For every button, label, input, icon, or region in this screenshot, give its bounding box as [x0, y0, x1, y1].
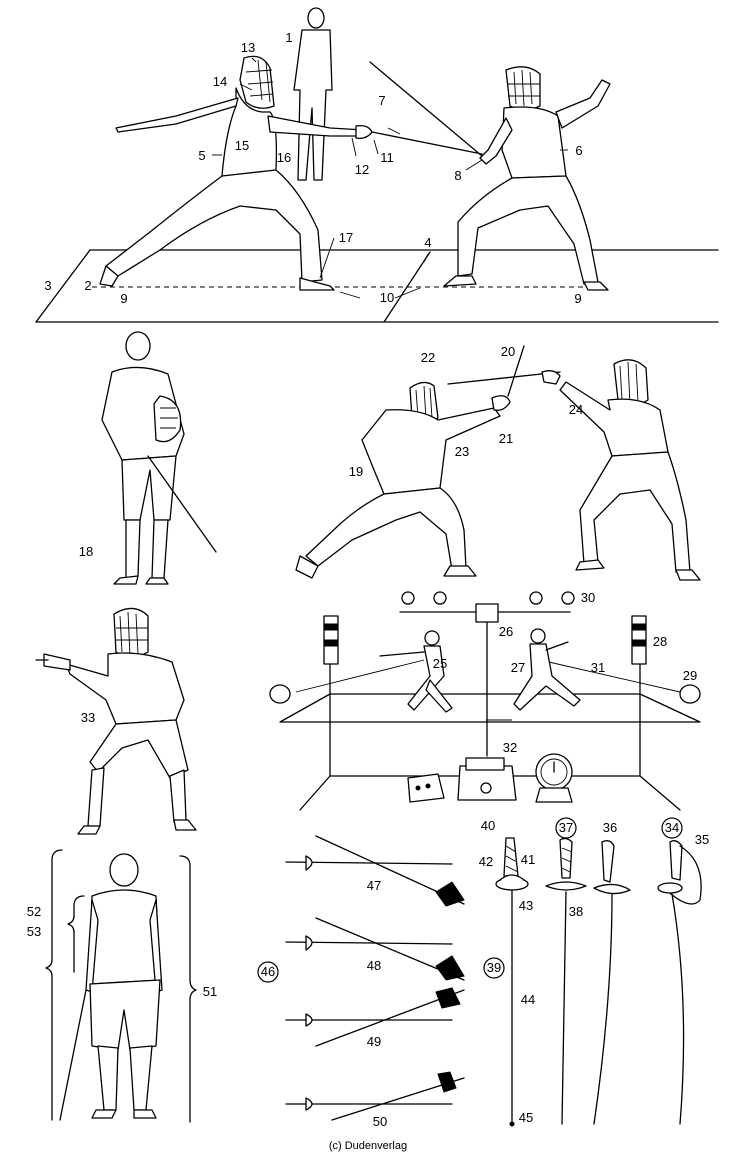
foil-bout — [295, 345, 701, 581]
scoring-box — [457, 757, 517, 801]
label-32: 32 — [503, 740, 517, 755]
label-51: 51 — [203, 984, 217, 999]
epee-fencer — [35, 607, 197, 835]
label-33: 33 — [81, 710, 95, 725]
number-labels: 1 2 3 4 5 6 7 8 9 9 10 11 12 13 14 15 16… — [27, 30, 709, 1129]
label-49: 49 — [367, 1034, 381, 1049]
electric-scoring-apparatus — [269, 591, 701, 811]
copyright-notice: (c) Dudenverlag — [328, 1140, 408, 1152]
label-25: 25 — [433, 656, 447, 671]
standing-fencer-with-mask — [101, 331, 217, 585]
label-37: 37 — [559, 820, 573, 835]
foil-49 — [285, 987, 465, 1047]
foil-weapon — [545, 837, 587, 1125]
epee-weapon — [593, 840, 631, 1125]
right-fencer-en-garde — [369, 61, 611, 291]
label-10: 10 — [380, 290, 394, 305]
label-28: 28 — [653, 634, 667, 649]
label-12: 12 — [355, 162, 369, 177]
label-53: 53 — [27, 924, 41, 939]
control-box — [407, 773, 445, 803]
label-14: 14 — [213, 74, 227, 89]
circle-34 — [661, 817, 683, 839]
referee-figure — [293, 7, 333, 181]
label-9b: 9 — [574, 291, 581, 306]
label-29: 29 — [683, 668, 697, 683]
label-40: 40 — [481, 818, 495, 833]
label-46: 46 — [261, 964, 275, 979]
label-3: 3 — [44, 278, 51, 293]
label-36: 36 — [603, 820, 617, 835]
small-fencer-right — [513, 628, 581, 711]
label-39: 39 — [487, 960, 501, 975]
circle-39 — [483, 957, 505, 979]
label-4: 4 — [424, 235, 431, 250]
label-47: 47 — [367, 878, 381, 893]
label-43: 43 — [519, 898, 533, 913]
timer-clock — [535, 753, 573, 803]
label-2: 2 — [84, 278, 91, 293]
label-24: 24 — [569, 402, 583, 417]
small-fencer-left — [379, 630, 453, 713]
fencer-target-areas — [45, 849, 197, 1123]
label-23: 23 — [455, 444, 469, 459]
label-13: 13 — [241, 40, 255, 55]
label-11: 11 — [380, 150, 394, 165]
label-26: 26 — [499, 624, 513, 639]
leader-lines — [212, 57, 568, 299]
label-18: 18 — [79, 544, 93, 559]
label-8: 8 — [454, 168, 461, 183]
label-20: 20 — [501, 344, 515, 359]
sabre-weapon — [657, 840, 702, 1125]
label-31: 31 — [591, 660, 605, 675]
label-15: 15 — [235, 138, 249, 153]
piste-scene — [35, 7, 719, 323]
label-17: 17 — [339, 230, 353, 245]
label-22: 22 — [421, 350, 435, 365]
label-38: 38 — [569, 904, 583, 919]
label-48: 48 — [367, 958, 381, 973]
label-34: 34 — [665, 820, 679, 835]
label-27: 27 — [511, 660, 525, 675]
label-7: 7 — [378, 93, 385, 108]
foil-50 — [285, 1071, 465, 1121]
label-44: 44 — [521, 992, 535, 1007]
circle-37 — [555, 817, 577, 839]
foil-47 — [285, 835, 465, 907]
circle-46 — [257, 961, 279, 983]
label-1: 1 — [285, 30, 292, 45]
weapons — [495, 837, 702, 1127]
label-21: 21 — [499, 431, 513, 446]
electric-foil — [495, 837, 529, 1127]
foil-48 — [285, 917, 465, 981]
label-5: 5 — [198, 148, 205, 163]
label-6: 6 — [575, 143, 582, 158]
label-16: 16 — [277, 150, 291, 165]
left-fencer-lunging — [99, 55, 483, 291]
label-41: 41 — [521, 852, 535, 867]
label-9a: 9 — [120, 291, 127, 306]
label-42: 42 — [479, 854, 493, 869]
foil-valid-hits — [285, 835, 465, 1121]
label-19: 19 — [349, 464, 363, 479]
piste — [35, 249, 719, 323]
label-50: 50 — [373, 1114, 387, 1129]
label-35: 35 — [695, 832, 709, 847]
label-52: 52 — [27, 904, 41, 919]
label-30: 30 — [581, 590, 595, 605]
label-45: 45 — [519, 1110, 533, 1125]
